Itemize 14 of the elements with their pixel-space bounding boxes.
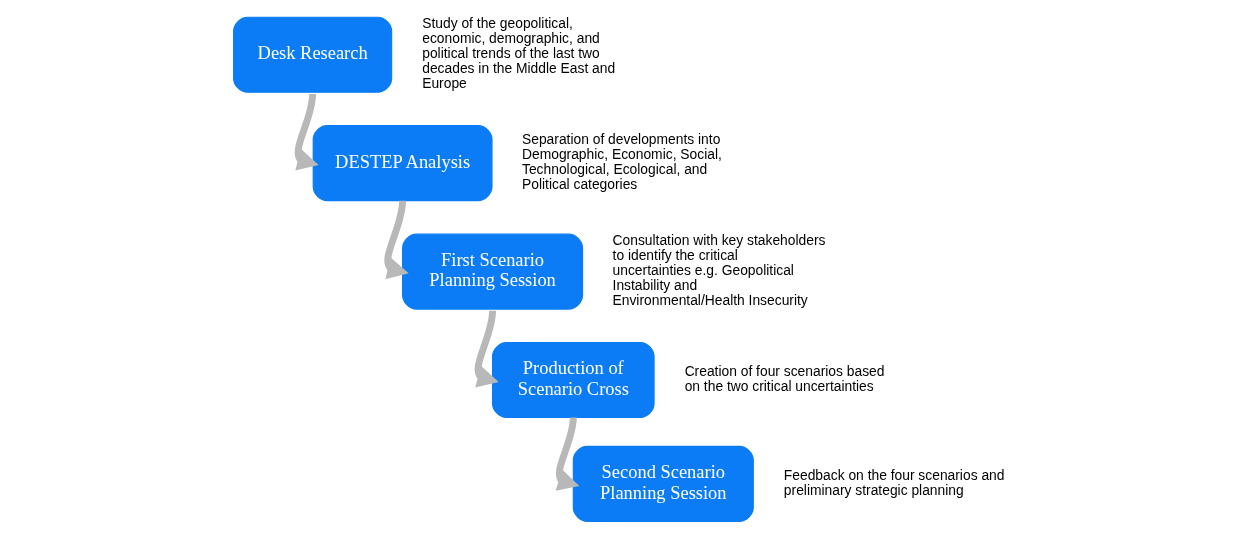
arrow xyxy=(294,93,319,171)
node-label: Feedback on the four scenarios and preliminary strategic planning xyxy=(783,466,1005,498)
node-label: Creation of four scenarios based on the two critical uncertainties xyxy=(684,363,885,395)
node-box: DESTEP Analysis xyxy=(312,125,493,202)
arrow xyxy=(555,417,580,491)
node-box: Production of Scenario Cross xyxy=(492,341,655,419)
arrow xyxy=(384,200,409,280)
node-label: Consultation with key stakeholders to identify the critical uncertainties e.g. Geopolitical Instability and Environmental/Health Insecurity xyxy=(612,232,826,309)
node-label: Study of the geopolitical, economic, demographic, and political trends of the last two decades in the Middle East and Europe xyxy=(422,15,616,92)
node-box: First Scenario Planning Session xyxy=(402,233,584,310)
node-box: Desk Research xyxy=(233,16,393,93)
node-box: Second Scenario Planning Session xyxy=(572,445,754,522)
arrow xyxy=(474,310,499,388)
node-label: Separation of developments into Demographic, Economic, Social, Technological, Ecological, and Political categories xyxy=(521,131,722,193)
